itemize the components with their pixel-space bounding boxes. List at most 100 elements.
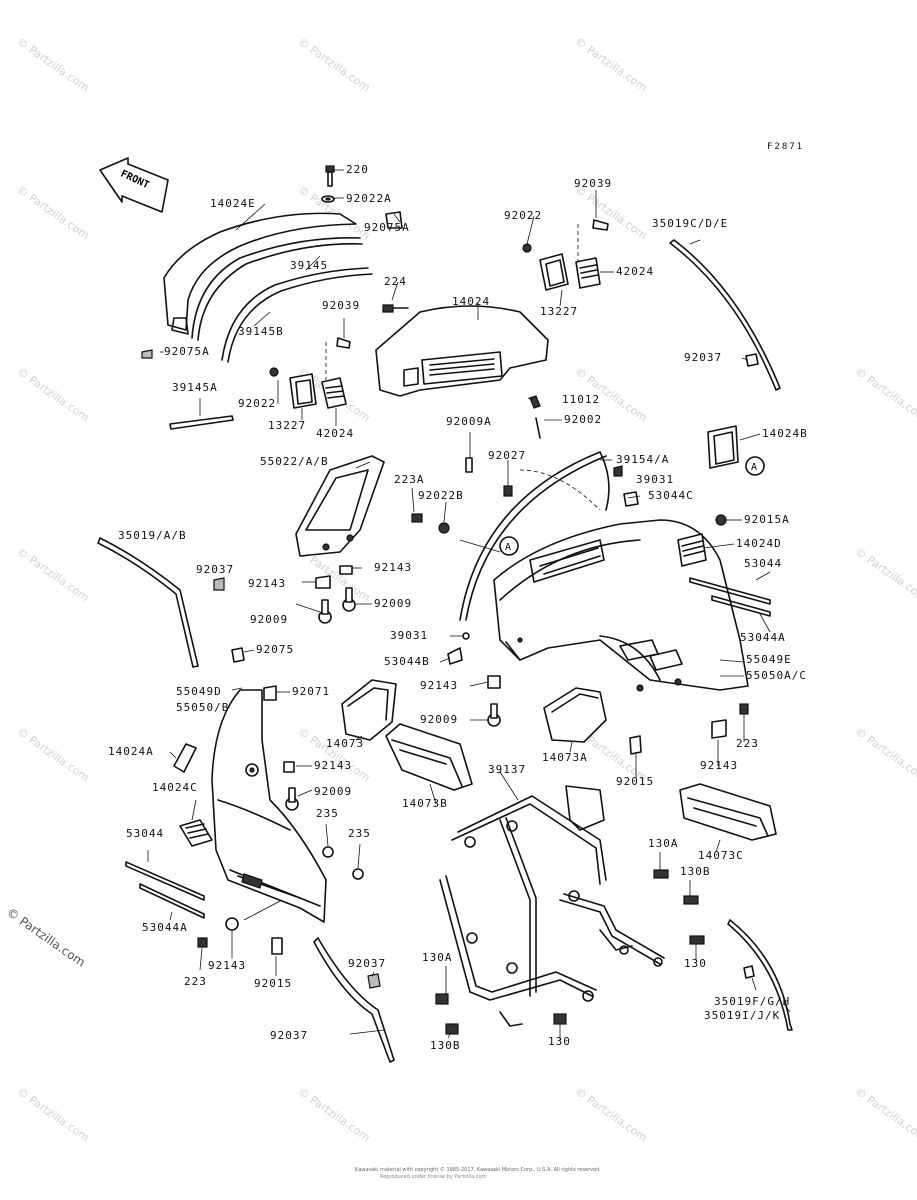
grommet-92071 (263, 685, 277, 701)
part-label: 11012 (562, 393, 601, 406)
part-label: 130A (422, 951, 453, 964)
upper-fairing-55049E (493, 519, 749, 692)
duct-14073C (679, 783, 777, 841)
part-label: 92027 (488, 449, 527, 462)
part-label: 92022 (238, 397, 277, 410)
part-label: 92143 (374, 561, 413, 574)
part-label: 14024E (210, 197, 256, 210)
part-label: 92022 (504, 209, 543, 222)
strip-39145A (169, 415, 234, 430)
part-label: 14073B (402, 797, 448, 810)
grommet-92143 (487, 675, 501, 689)
part-label: 223 (736, 737, 759, 750)
part-label: 92075A (164, 345, 210, 358)
part-label: 39137 (488, 763, 527, 776)
part-label: 223 (184, 975, 207, 988)
bolt-223-bottom (197, 937, 208, 948)
svg-text:A: A (751, 462, 757, 473)
part-label: 224 (384, 275, 407, 288)
frame-39137 (439, 785, 665, 1027)
part-label: 39031 (390, 629, 429, 642)
bolt-130-right (689, 935, 705, 945)
strip-53044-right (689, 577, 771, 605)
strip-35019I (727, 919, 793, 1031)
part-label: 92022A (346, 192, 392, 205)
part-label: 39145 (290, 259, 329, 272)
part-label: 92075A (364, 221, 410, 234)
clip-set-right (522, 219, 609, 291)
part-label: 92009 (314, 785, 353, 798)
diagram-code: F2871 (767, 142, 805, 152)
bolt-224 (382, 304, 394, 313)
part-label: 14073C (698, 849, 744, 862)
part-label: 35019I/J/K (704, 1009, 781, 1022)
bolt-220 (321, 165, 335, 203)
part-label: 92015A (744, 513, 790, 526)
bolt-130A-bottom (435, 993, 449, 1005)
svg-text:A: A (505, 542, 511, 553)
clip-92015-bottom (271, 937, 283, 955)
part-label: 235 (316, 807, 339, 820)
grille-14024C (179, 819, 213, 847)
part-label: 14073A (542, 751, 588, 764)
part-label: 55050/B (176, 701, 230, 714)
part-label: 14024C (152, 781, 198, 794)
meter-cover-14024 (375, 305, 549, 397)
part-label: 92143 (700, 759, 739, 772)
duct-14073B (385, 723, 473, 791)
part-label: 42024 (316, 427, 355, 440)
clip-92015-mid (629, 735, 642, 755)
part-label: 92037 (270, 1029, 309, 1042)
part-label: 92022B (418, 489, 464, 502)
part-label: 14024A (108, 745, 154, 758)
strip-35019F (313, 937, 395, 1063)
clip-53044C (623, 491, 639, 507)
clip-39031-b (462, 632, 470, 640)
clip-92037-bottom (367, 973, 381, 989)
part-label: 92009 (420, 713, 459, 726)
part-label: 14024D (736, 537, 782, 550)
clip-92037-right (745, 353, 759, 367)
clip-92075A (141, 349, 153, 359)
part-label: 35019/A/B (118, 529, 187, 542)
duct-14073A (543, 687, 607, 743)
bolt-223A (411, 513, 423, 523)
part-label: 220 (346, 163, 369, 176)
part-label: 53044A (740, 631, 786, 644)
reference-circle-a (499, 536, 519, 556)
clip-92037-left (213, 577, 225, 591)
duct-14073 (341, 679, 397, 741)
part-label: 92075 (256, 643, 295, 656)
bolt-130A-top (653, 869, 669, 879)
part-label: 55050A/C (746, 669, 807, 682)
bolt-92009A (465, 457, 473, 473)
part-label: 92071 (292, 685, 331, 698)
part-label: 39145B (238, 325, 284, 338)
bolt-223-right (739, 703, 749, 715)
front-arrow-icon: FRONT (99, 157, 169, 213)
part-label: 92002 (564, 413, 603, 426)
strip-53044A-left (139, 883, 205, 919)
clip-53044B (447, 647, 463, 665)
windshield-trim-group (163, 212, 373, 363)
part-label: 13227 (540, 305, 579, 318)
washer-92022B (438, 522, 450, 534)
part-label: 92143 (420, 679, 459, 692)
grille-14024A (173, 743, 197, 773)
copyright-line: Reproduced under license by Partzilla.co… (380, 1174, 487, 1180)
grommet-92075 (231, 647, 245, 663)
bolt-130B-top (683, 895, 699, 905)
grommet-92143-left (283, 761, 295, 773)
part-label: 92143 (248, 577, 287, 590)
part-label: 53044C (648, 489, 694, 502)
fastener-cluster-left (315, 565, 356, 624)
bolt-130-bottom (553, 1013, 567, 1025)
part-label: 39145A (172, 381, 218, 394)
clip-92075A-top (385, 211, 403, 229)
part-label: 53044A (142, 921, 188, 934)
part-label: 53044B (384, 655, 430, 668)
bolt-235-a (322, 846, 334, 858)
leader-lines (147, 169, 791, 1040)
